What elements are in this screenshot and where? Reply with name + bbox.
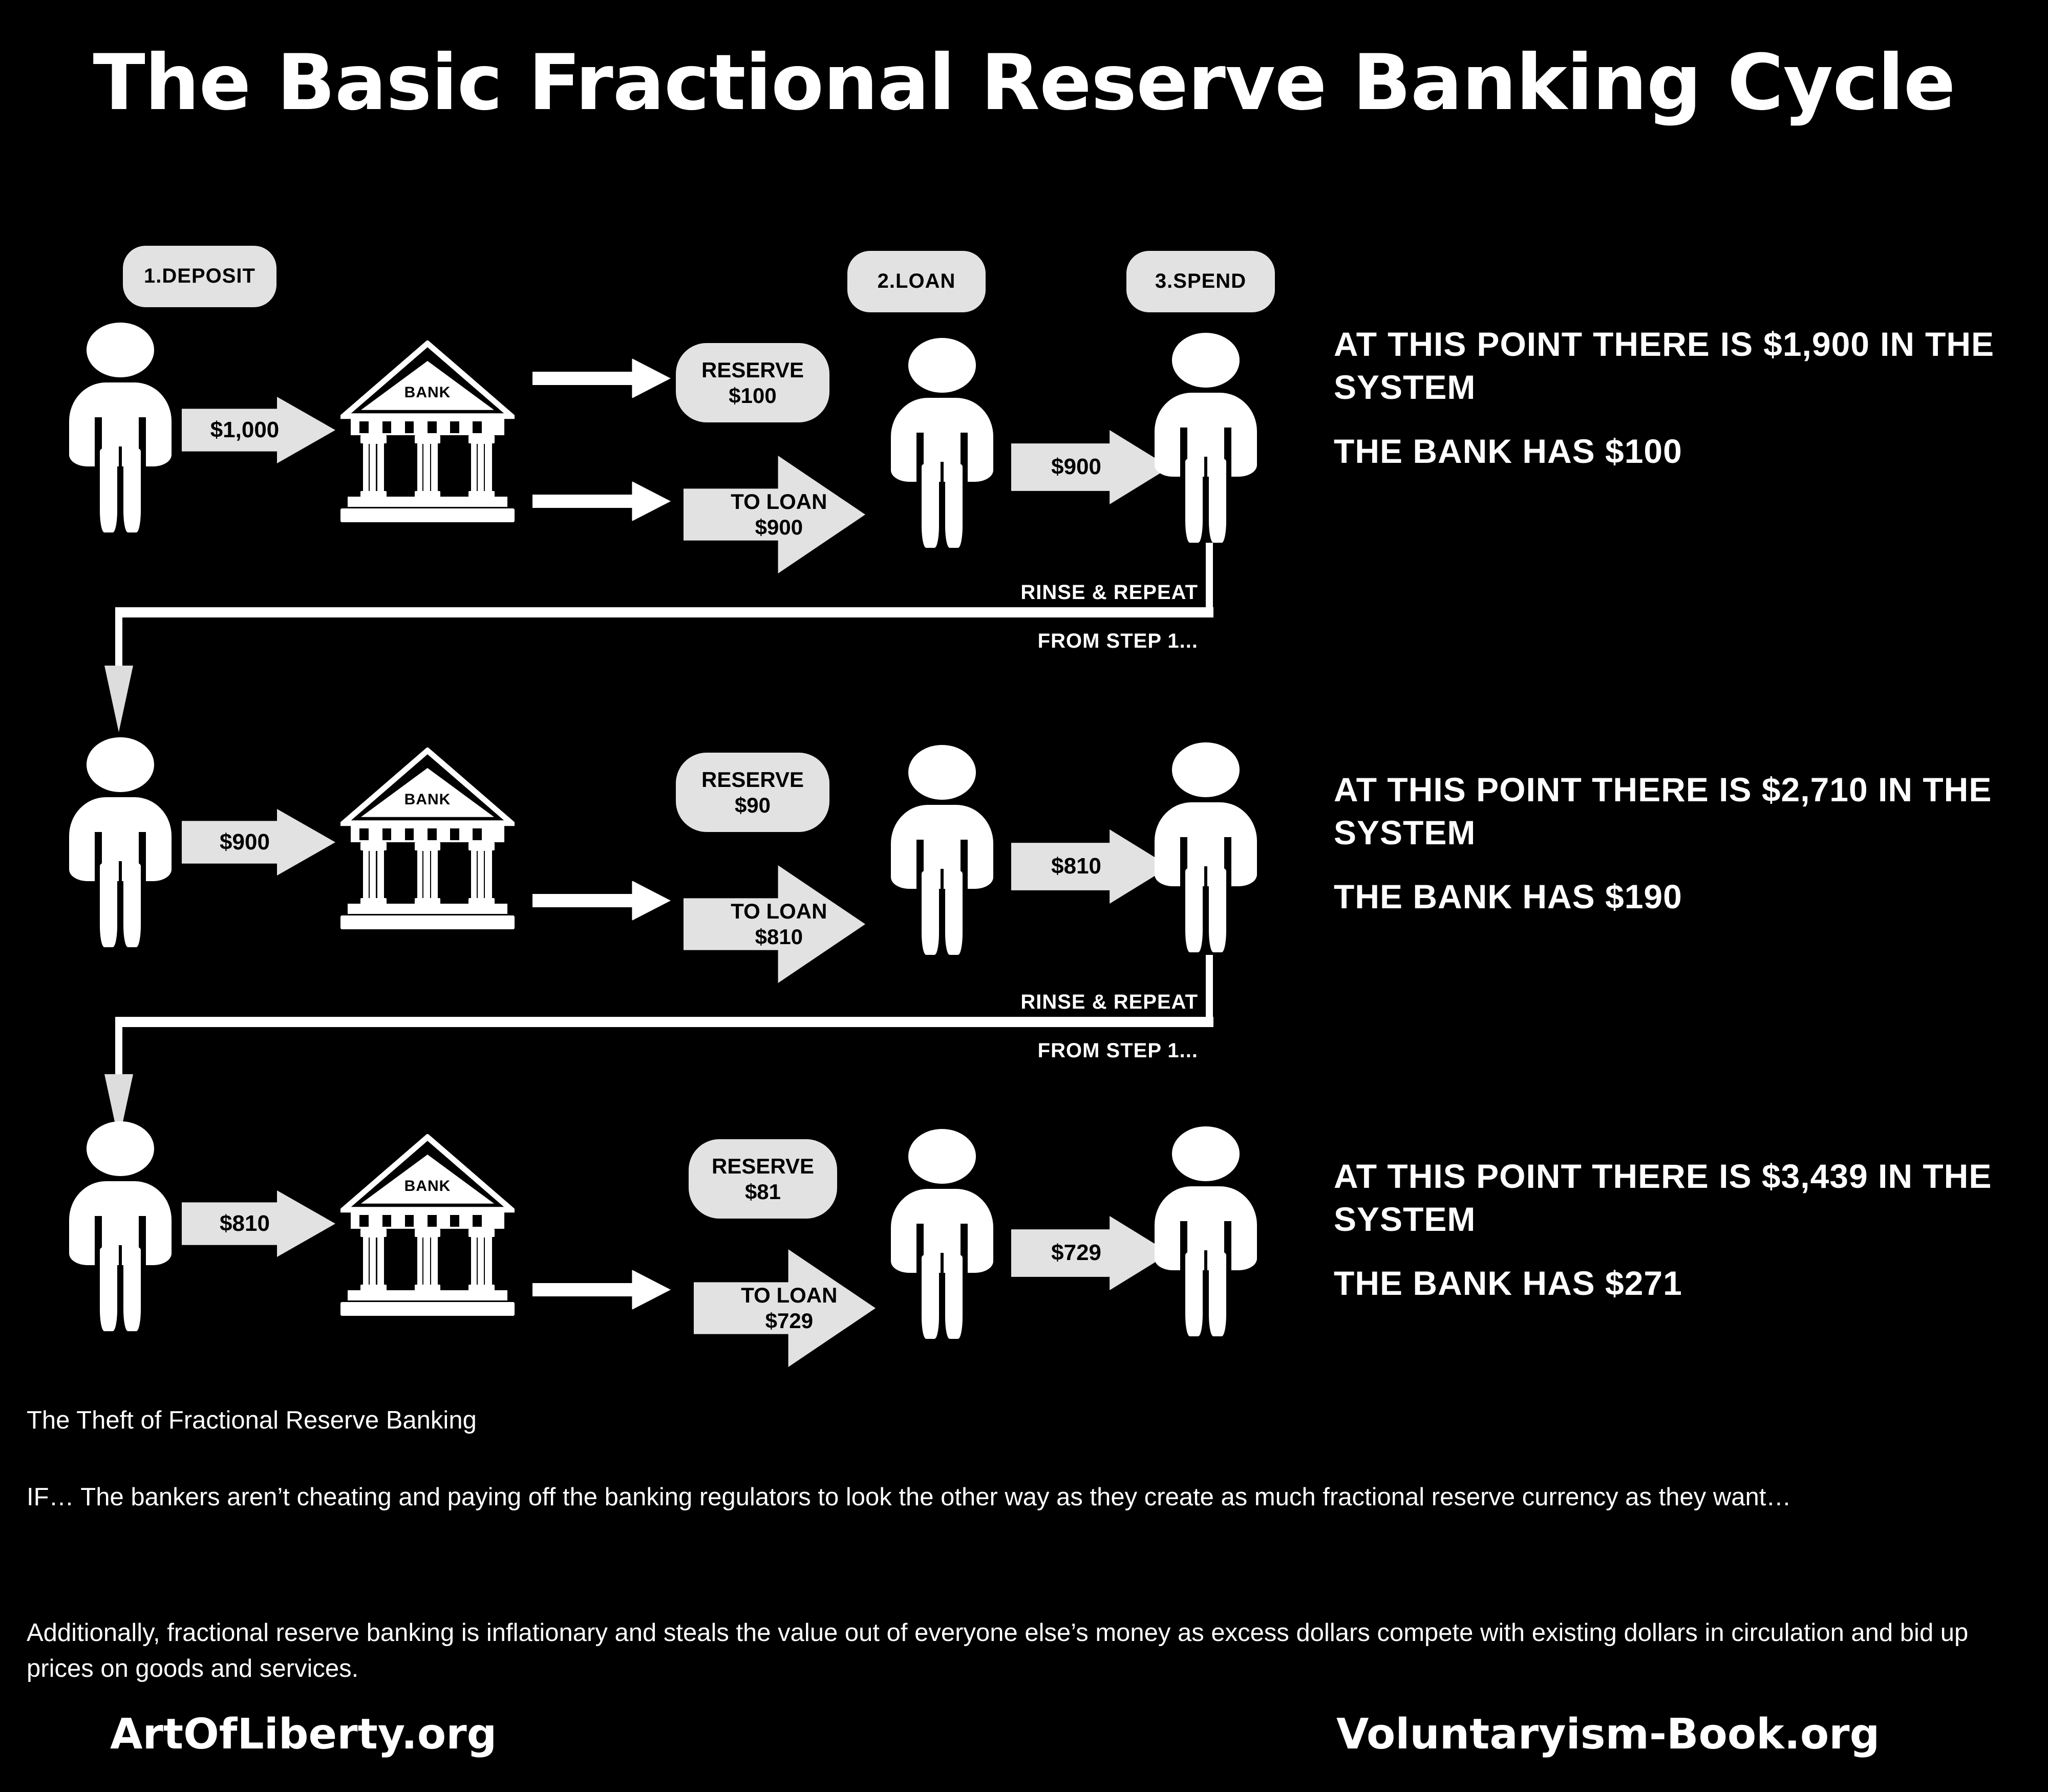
merchant-person-icon xyxy=(1155,742,1257,952)
to-loan-amount: $729 xyxy=(765,1309,814,1333)
spend-amount-label: $900 xyxy=(1051,454,1102,480)
deposit-amount-label: $1,000 xyxy=(210,417,280,442)
bank-building-icon: BANK xyxy=(340,340,515,522)
bank-building-icon: BANK xyxy=(340,748,515,929)
summary-text-row3: AT THIS POINT THERE IS $3,439 IN THE SYS… xyxy=(1334,1155,2035,1305)
borrower-person-icon xyxy=(891,338,993,548)
bank-pediment-icon xyxy=(340,1134,515,1213)
to-loan-arrow: TO LOAN $810 xyxy=(684,865,865,983)
deposit-amount-arrow: $900 xyxy=(182,809,335,876)
step-badge-label: 2.LOAN xyxy=(877,270,956,293)
to-loan-label: TO LOAN xyxy=(731,489,827,514)
depositor-person-icon xyxy=(69,323,172,532)
step-badge-label: 1.DEPOSIT xyxy=(144,265,255,288)
bank-building-icon: BANK xyxy=(340,1134,515,1316)
to-loan-label: TO LOAN xyxy=(741,1283,838,1307)
bank-to-loan-arrow xyxy=(532,881,671,921)
spend-amount-arrow: $810 xyxy=(1011,829,1170,904)
step-badge-spend: 3.SPEND xyxy=(1126,251,1275,312)
summary-line-1: AT THIS POINT THERE IS $3,439 IN THE SYS… xyxy=(1334,1157,1992,1239)
summary-line-2: THE BANK HAS $100 xyxy=(1334,432,1682,470)
reserve-badge: RESERVE $81 xyxy=(689,1139,837,1219)
summary-text-row2: AT THIS POINT THERE IS $2,710 IN THE SYS… xyxy=(1334,768,2035,918)
bank-pediment-icon xyxy=(340,748,515,826)
summary-text-row1: AT THIS POINT THERE IS $1,900 IN THE SYS… xyxy=(1334,323,1994,473)
spend-amount-label: $729 xyxy=(1051,1240,1102,1266)
merchant-person-icon xyxy=(1155,1126,1257,1336)
deposit-amount-label: $810 xyxy=(220,1210,270,1236)
summary-line-1: AT THIS POINT THERE IS $1,900 IN THE SYS… xyxy=(1334,325,1994,407)
reserve-badge: RESERVE $90 xyxy=(676,753,829,832)
spend-amount-label: $810 xyxy=(1051,854,1102,879)
summary-line-2: THE BANK HAS $190 xyxy=(1334,877,1682,915)
step-badge-loan: 2.LOAN xyxy=(847,251,986,312)
spend-amount-arrow: $729 xyxy=(1011,1216,1170,1290)
reserve-label: RESERVE xyxy=(701,767,804,792)
bank-label: BANK xyxy=(404,384,451,401)
to-loan-arrow: TO LOAN $729 xyxy=(694,1249,876,1367)
bottom-paragraph-2: Additionally, fractional reserve banking… xyxy=(27,1619,1969,1682)
deposit-amount-label: $900 xyxy=(220,829,270,855)
deposit-amount-arrow: $1,000 xyxy=(182,397,335,463)
merchant-person-icon xyxy=(1155,333,1257,543)
bank-to-loan-arrow xyxy=(532,481,671,521)
step-badge-deposit: 1.DEPOSIT xyxy=(123,246,276,307)
depositor-person-icon xyxy=(69,737,172,947)
deposit-amount-arrow: $810 xyxy=(182,1190,335,1257)
borrower-person-icon xyxy=(891,745,993,955)
connector-line-2: FROM STEP 1... xyxy=(1037,1039,1198,1062)
connector-line-1: RINSE & REPEAT xyxy=(1020,581,1198,604)
reserve-label: RESERVE xyxy=(712,1154,814,1178)
summary-line-1: AT THIS POINT THERE IS $2,710 IN THE SYS… xyxy=(1334,771,1992,852)
bank-to-reserve-arrow xyxy=(532,358,671,398)
reserve-badge: RESERVE $100 xyxy=(676,343,829,422)
borrower-person-icon xyxy=(891,1129,993,1339)
reserve-amount: $100 xyxy=(729,383,777,408)
spend-amount-arrow: $900 xyxy=(1011,430,1170,504)
reserve-label: RESERVE xyxy=(701,357,804,382)
footer-link-right[interactable]: Voluntaryism-Book.org xyxy=(1336,1710,1880,1759)
connector-line-2: FROM STEP 1... xyxy=(1037,630,1198,652)
page-title: The Basic Fractional Reserve Banking Cyc… xyxy=(93,38,1955,127)
bank-label: BANK xyxy=(404,1178,451,1195)
to-loan-label: TO LOAN xyxy=(731,899,827,923)
bank-pediment-icon xyxy=(340,340,515,419)
bottom-heading: The Theft of Fractional Reserve Banking xyxy=(27,1406,477,1434)
bottom-paragraph-1: IF… The bankers aren’t cheating and payi… xyxy=(27,1483,1791,1511)
bank-label: BANK xyxy=(404,791,451,808)
connector-line-1: RINSE & REPEAT xyxy=(1020,991,1198,1013)
summary-line-2: THE BANK HAS $271 xyxy=(1334,1264,1682,1302)
footer-link-left[interactable]: ArtOfLiberty.org xyxy=(110,1710,497,1759)
reserve-amount: $81 xyxy=(744,1179,781,1204)
step-badge-label: 3.SPEND xyxy=(1155,270,1247,293)
to-loan-arrow: TO LOAN $900 xyxy=(684,456,865,573)
reserve-amount: $90 xyxy=(734,793,771,817)
to-loan-amount: $900 xyxy=(755,515,803,539)
bank-to-loan-arrow xyxy=(532,1270,671,1310)
to-loan-amount: $810 xyxy=(755,925,803,949)
depositor-person-icon xyxy=(69,1121,172,1331)
